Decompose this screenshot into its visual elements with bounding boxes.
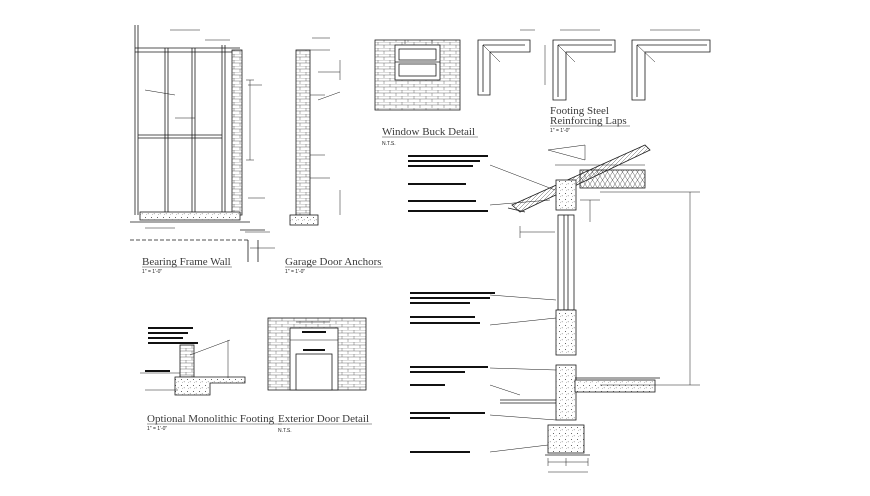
window-buck-title: Window Buck Detail: [382, 126, 475, 138]
exterior-door-notes: [302, 331, 326, 351]
monolithic-footing-title: Optional Monolithic Footing: [147, 413, 275, 425]
bearing-frame-wall-title: Bearing Frame Wall: [142, 256, 231, 268]
monolithic-footing-scale: 1" = 1'-0": [147, 426, 167, 432]
window-buck-detail: [374, 39, 461, 111]
garage-door-anchors-detail: [289, 37, 341, 226]
exterior-door-detail: [267, 317, 367, 391]
exterior-door-scale: N.T.S.: [278, 428, 292, 434]
exterior-door-title: Exterior Door Detail: [278, 413, 369, 425]
bearing-frame-wall-scale: 1" = 1'-0": [142, 269, 162, 275]
monolithic-footing-notes: [145, 327, 198, 372]
footing-steel-title-line2: Reinforcing Laps: [550, 115, 627, 127]
garage-door-anchors-scale: 1" = 1'-0": [285, 269, 305, 275]
bearing-frame-wall-detail: [130, 25, 275, 262]
wall-section-detail: [489, 144, 700, 473]
wall-section-notes: [408, 155, 495, 453]
monolithic-footing-detail: [140, 339, 246, 396]
footing-steel-title-line1: Footing Steel: [550, 105, 609, 117]
footing-steel-detail: [477, 29, 711, 101]
garage-door-anchors-title: Garage Door Anchors: [285, 256, 382, 268]
window-buck-scale: N.T.S.: [382, 141, 396, 147]
footing-steel-scale: 1" = 1'-0": [550, 128, 570, 134]
